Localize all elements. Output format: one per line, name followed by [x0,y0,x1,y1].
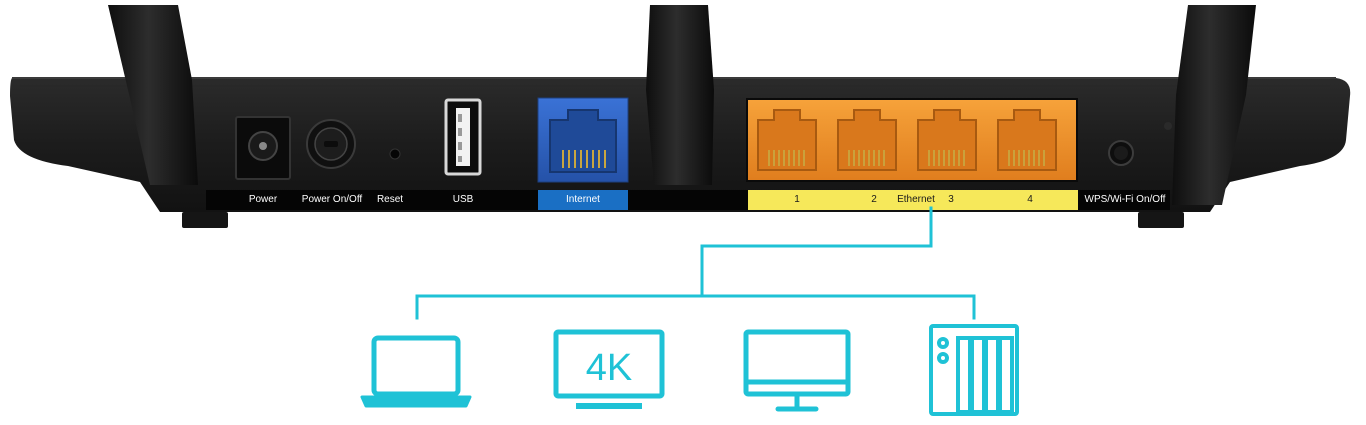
wps-button[interactable] [1108,140,1134,166]
desktop-monitor-icon [743,329,851,412]
antenna-right [1172,5,1256,205]
lan-port-3[interactable] [917,109,977,171]
wps-label: WPS/Wi-Fi On/Off [1084,194,1166,205]
lan-port-2[interactable] [837,109,897,171]
tv-4k-text: 4K [585,347,633,389]
tv-4k-icon [553,329,665,409]
ethernet-label: Ethernet [897,194,935,205]
power-label: Power [248,194,278,205]
internet-port[interactable] [537,97,629,183]
power-switch-label: Power On/Off [301,194,363,205]
reset-pinhole[interactable] [389,148,401,160]
label-strip [206,190,1170,210]
usb-port[interactable] [444,98,482,176]
internet-label-band [538,190,628,210]
lan-port-4[interactable] [997,109,1057,171]
nas-storage-icon [929,324,1019,416]
lan-4-label: 4 [1027,194,1033,205]
power-button[interactable] [306,119,356,169]
laptop-icon [360,335,472,408]
lan-1-label: 1 [794,194,800,205]
lan-3-label: 3 [948,194,954,205]
antenna-left [108,5,198,185]
internet-label: Internet [566,194,600,205]
usb-label: USB [452,194,474,205]
antenna-middle [646,5,714,185]
lan-2-label: 2 [871,194,877,205]
ethernet-connector-lines [415,206,976,320]
reset-label: Reset [376,194,404,205]
lan-port-1[interactable] [757,109,817,171]
lan-label-band [748,190,1078,210]
power-jack[interactable] [235,116,291,180]
body-screw [1164,122,1172,130]
